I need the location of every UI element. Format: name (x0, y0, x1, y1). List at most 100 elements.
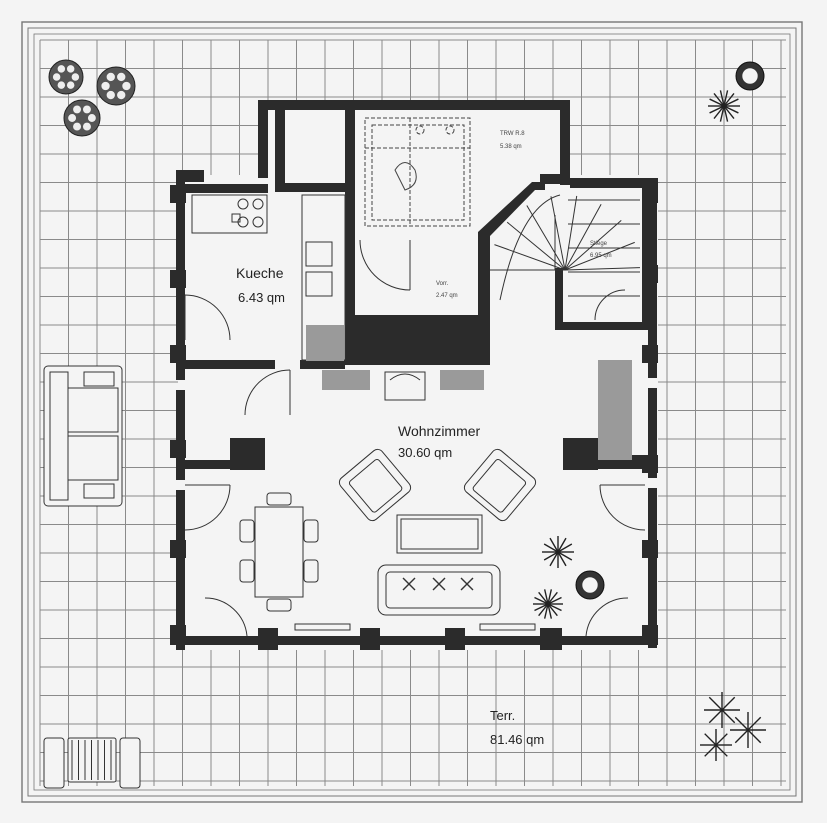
stair-tread (494, 244, 566, 271)
flower (57, 65, 66, 73)
staircase (490, 194, 640, 301)
flower (122, 81, 131, 91)
flur-name: Vorr. (436, 281, 449, 287)
palm-frond (538, 591, 549, 605)
flur-area: 2.47 qm (436, 293, 458, 299)
kueche-name: Kueche (236, 265, 284, 281)
flower (68, 114, 77, 122)
flower-pot (96, 66, 136, 106)
flower (117, 90, 126, 100)
flower-pot (48, 59, 84, 95)
palm-frond (543, 543, 559, 553)
palm-frond (557, 551, 567, 567)
room-labels: Kueche 6.43 qm Wohnzimmer 30.60 qm Terr.… (236, 131, 612, 747)
flower (57, 81, 66, 89)
palm-frond (704, 733, 717, 746)
flower (82, 105, 91, 114)
palm-frond (723, 105, 729, 122)
palm-frond (547, 603, 553, 619)
flower (82, 122, 91, 131)
palm-frond (547, 589, 553, 605)
wohnzimmer-name: Wohnzimmer (398, 423, 481, 439)
flower (106, 72, 115, 82)
interior-floor (178, 100, 658, 650)
stiege-name: Stiege (590, 241, 608, 247)
palm-frond (719, 105, 725, 122)
terrace-lounge (43, 365, 123, 507)
palm-frond (713, 105, 725, 119)
palm-frond (547, 603, 562, 612)
flower (73, 105, 82, 114)
shrub-center (582, 577, 598, 593)
stair-tread (564, 241, 635, 271)
palm-frond (713, 93, 725, 107)
palm-frond (715, 744, 728, 757)
flower-pots (48, 59, 765, 600)
flower (106, 90, 115, 100)
palm-frond (557, 551, 573, 561)
palm-frond (723, 93, 735, 107)
palm-plants (533, 90, 766, 761)
palm-frond (547, 596, 562, 605)
palm-frond (734, 716, 749, 731)
dining-table (239, 492, 319, 612)
living-furniture (294, 448, 537, 631)
wohnzimmer-area: 30.60 qm (398, 445, 452, 460)
palm-frond (557, 543, 573, 553)
terrace-border (21, 21, 803, 803)
fireplace (322, 370, 484, 401)
palm-frond (708, 696, 723, 711)
bad-area: 5.38 qm (500, 144, 522, 150)
bad-name: TRW R.8 (500, 131, 525, 137)
stair-tread (564, 220, 622, 271)
palm-frond (543, 589, 549, 605)
flower (87, 114, 96, 122)
palm-frond (719, 90, 725, 107)
palm-frond (708, 709, 723, 724)
palm-frond (543, 603, 549, 619)
flower (52, 73, 61, 81)
palm-frond (709, 105, 725, 114)
palm-frond (549, 551, 559, 567)
palm-frond (549, 537, 559, 553)
palm-frond (543, 551, 559, 561)
door-swings (184, 239, 646, 637)
palm-frond (734, 729, 749, 744)
palm-frond (547, 603, 558, 617)
palm-frond (723, 105, 739, 114)
walls (170, 100, 658, 650)
terrasse-name: Terr. (490, 708, 515, 723)
stair-tread (564, 267, 640, 271)
flower (73, 122, 82, 131)
stiege-area: 6.95 qm (590, 253, 612, 259)
flower (66, 65, 75, 73)
palm-frond (747, 716, 762, 731)
palm-frond (723, 90, 729, 107)
terrace-loungers (43, 737, 141, 789)
palm-frond (534, 603, 549, 612)
flower (66, 81, 75, 89)
palm-frond (534, 596, 549, 605)
shrub-center (742, 68, 758, 84)
palm-frond (721, 709, 736, 724)
palm-frond (547, 591, 558, 605)
stair-tread (564, 204, 602, 271)
flower (101, 81, 110, 91)
stair-tread (550, 196, 566, 271)
cabinet (598, 360, 632, 460)
terrasse-area: 81.46 qm (490, 732, 544, 747)
palm-frond (715, 733, 728, 746)
kueche-area: 6.43 qm (238, 290, 285, 305)
stair-tread (526, 205, 566, 271)
palm-frond (709, 98, 725, 107)
palm-frond (747, 729, 762, 744)
flower (117, 72, 126, 82)
palm-frond (538, 603, 549, 617)
palm-frond (723, 98, 739, 107)
palm-frond (721, 696, 736, 711)
flower-pot (63, 99, 101, 137)
flower (71, 73, 80, 81)
kitchen-counter (191, 194, 346, 361)
palm-frond (704, 744, 717, 757)
